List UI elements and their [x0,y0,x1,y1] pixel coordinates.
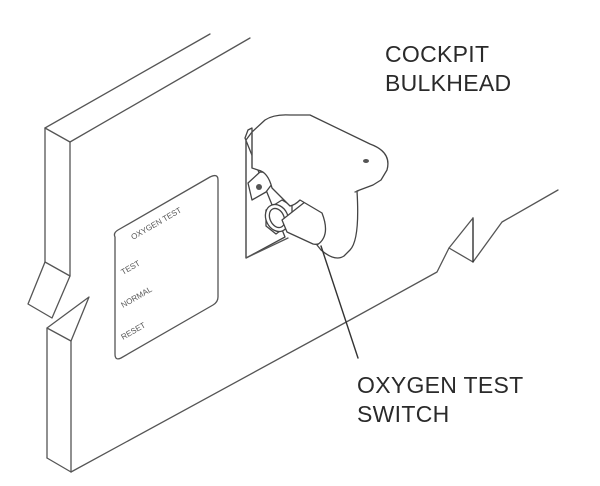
panel-top-front-edge [69,37,251,143]
placard-position-normal: NORMAL [120,285,155,310]
bulkhead-label-line2: BULKHEAD [385,70,512,96]
guard-rivet [363,159,369,163]
panel-break-upper [27,261,71,319]
panel-top-back-edge [44,33,211,129]
panel-bottom-corner [46,457,72,473]
bulkhead-panel [27,33,559,473]
bulkhead-label-line1: COCKPIT [385,41,490,67]
oxygen-test-switch-label: OXYGEN TEST SWITCH [357,371,523,429]
switch-label-line2: SWITCH [357,401,450,427]
switch-guard-cover[interactable] [251,114,389,259]
hinge-pin [256,184,262,190]
oxygen-test-placard: OXYGEN TEST TEST NORMAL RESET [113,174,219,360]
placard-position-test: TEST [120,259,142,277]
placard-position-reset: RESET [120,321,148,342]
panel-top-corner [44,127,71,143]
placard-title: OXYGEN TEST [130,206,184,242]
cockpit-bulkhead-label: COCKPIT BULKHEAD [385,40,511,98]
switch-leader-line [320,245,359,359]
switch-nut [264,199,293,235]
panel-break-lower [46,296,90,342]
panel-break-jag-2 [448,217,474,249]
switch-label-line1: OXYGEN TEST [357,372,524,398]
